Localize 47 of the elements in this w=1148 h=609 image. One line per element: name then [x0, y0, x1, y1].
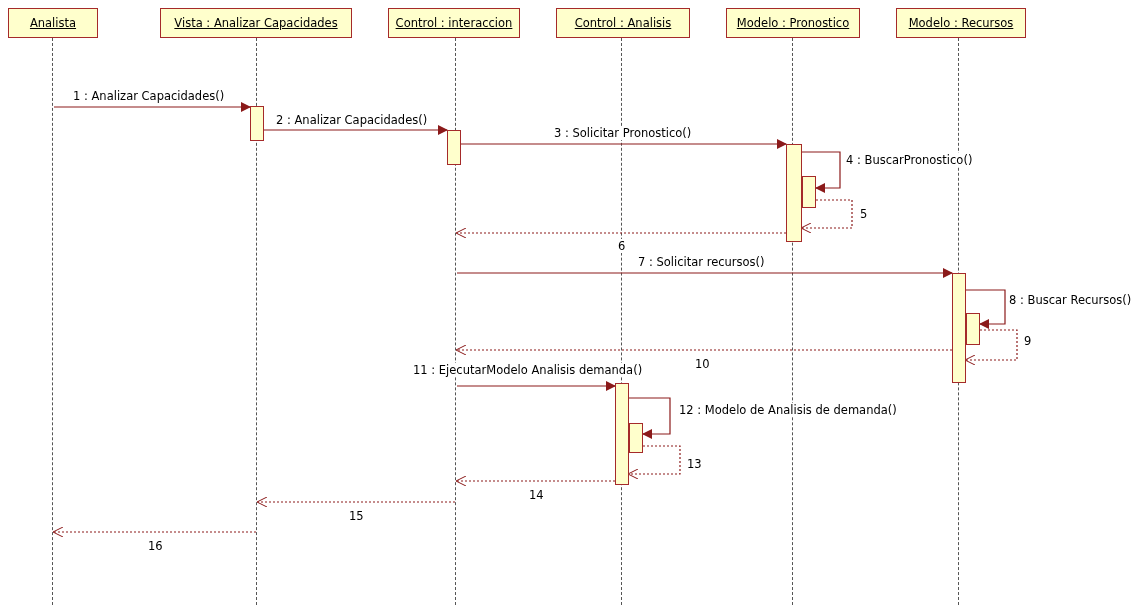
message-label: 5: [859, 207, 869, 221]
lifeline-header: Modelo : Recursos: [896, 8, 1026, 38]
lifeline-header: Modelo : Pronostico: [726, 8, 860, 38]
message-label: 6: [617, 239, 627, 253]
activation-bar: [615, 383, 629, 485]
return-arrow: [455, 344, 953, 356]
lifeline-header: Control : interaccion: [388, 8, 520, 38]
message-arrow: [263, 125, 448, 135]
message-arrow: [456, 268, 953, 278]
message-label: 10: [694, 357, 711, 371]
message-label: 11 : EjecutarModelo Analisis demanda(): [412, 363, 644, 377]
return-arrow: [455, 227, 787, 239]
message-label: 15: [348, 509, 365, 523]
message-label: 8 : Buscar Recursos(): [1008, 293, 1133, 307]
return-arrow: [964, 329, 1018, 366]
message-label: 2 : Analizar Capacidades(): [275, 113, 429, 127]
activation-bar: [802, 176, 816, 208]
message-label: 4 : BuscarPronostico(): [845, 153, 974, 167]
lifeline: [52, 38, 54, 605]
message-arrow: [460, 139, 787, 149]
return-arrow: [800, 199, 853, 234]
return-arrow: [52, 526, 257, 538]
message-label: 13: [686, 457, 703, 471]
message-label: 16: [147, 539, 164, 553]
message-label: 12 : Modelo de Analisis de demanda(): [678, 403, 898, 417]
activation-bar: [952, 273, 966, 383]
activation-bar: [966, 313, 980, 345]
lifeline-header: Vista : Analizar Capacidades: [160, 8, 352, 38]
activation-bar: [447, 130, 461, 165]
message-label: 9: [1023, 334, 1033, 348]
message-arrow: [801, 151, 841, 193]
message-label: 7 : Solicitar recursos(): [637, 255, 766, 269]
lifeline-header: Analista: [8, 8, 98, 38]
return-arrow: [627, 445, 681, 480]
activation-bar: [629, 423, 643, 453]
return-arrow: [256, 496, 456, 508]
message-arrow: [965, 289, 1006, 329]
message-label: 1 : Analizar Capacidades(): [72, 89, 226, 103]
return-arrow: [455, 475, 616, 487]
message-arrow: [456, 381, 616, 391]
message-label: 14: [528, 488, 545, 502]
message-label: 3 : Solicitar Pronostico(): [553, 126, 693, 140]
message-arrow: [628, 397, 671, 439]
activation-bar: [786, 144, 802, 242]
lifeline-header: Control : Analisis: [556, 8, 690, 38]
activation-bar: [250, 106, 264, 141]
message-arrow: [53, 102, 251, 112]
